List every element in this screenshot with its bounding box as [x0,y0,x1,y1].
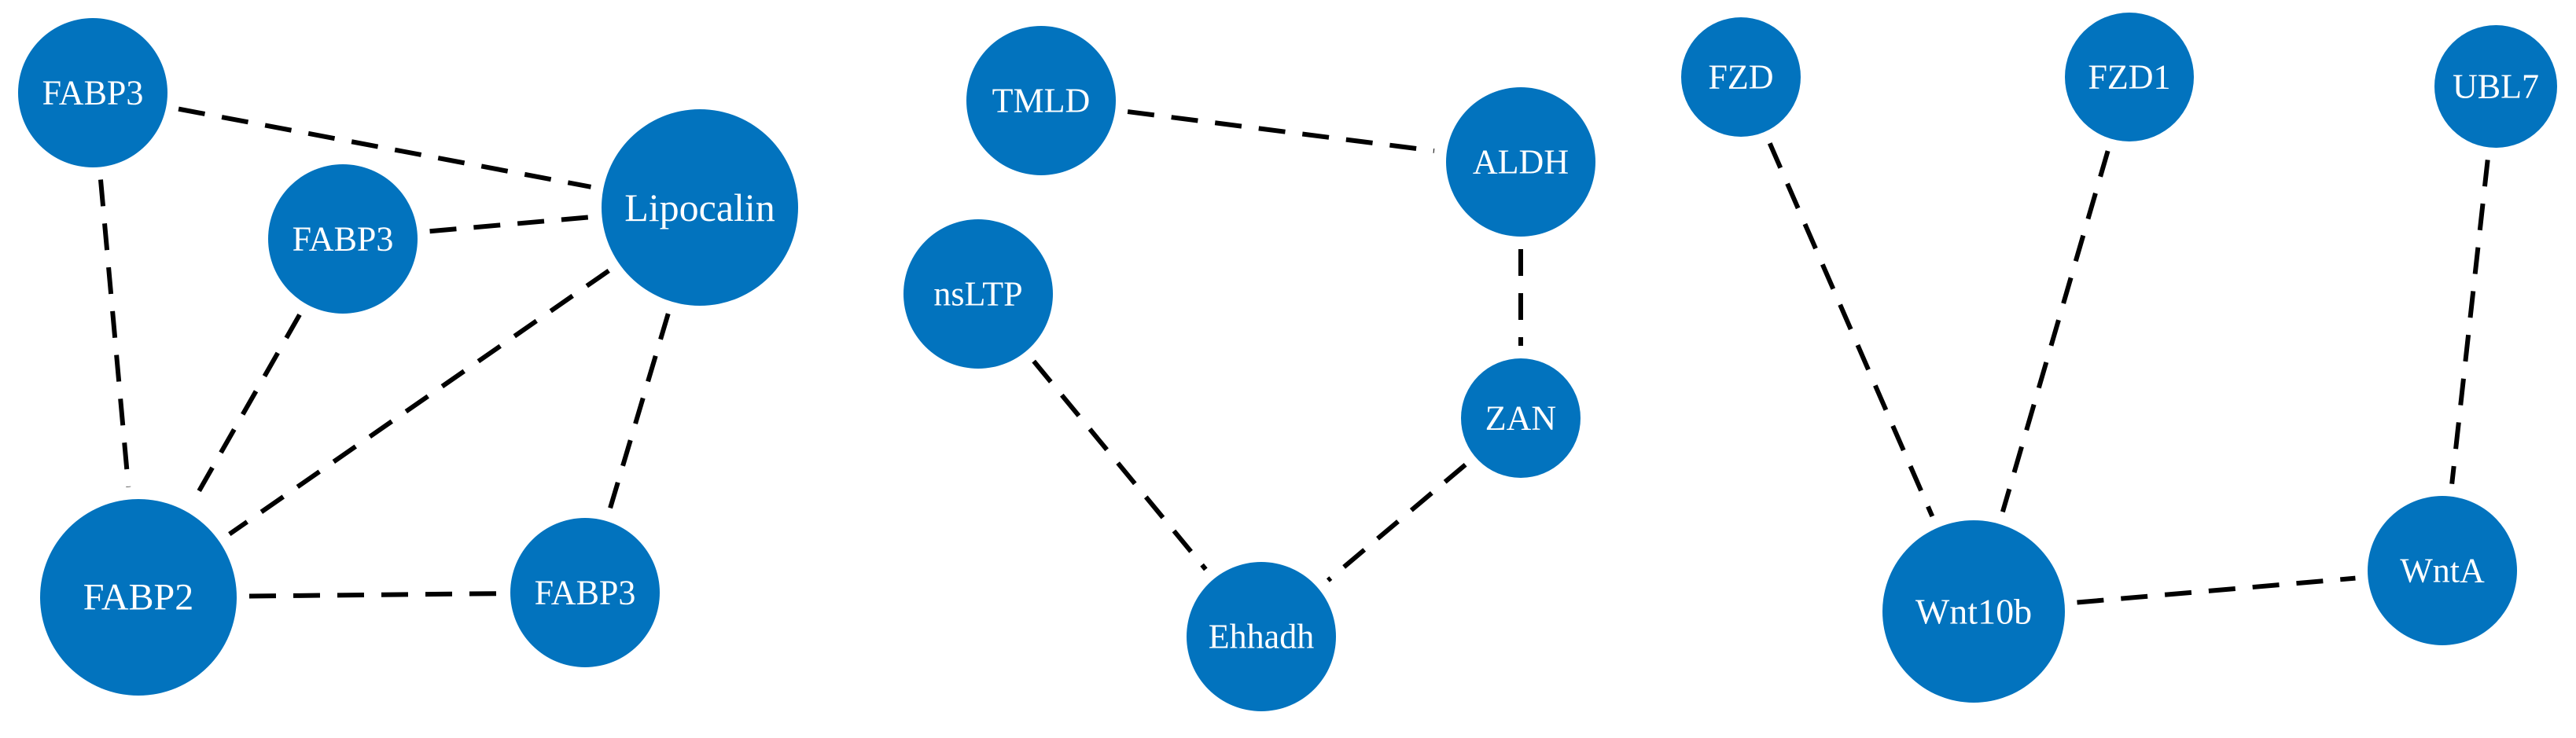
node-n12: FZD1 [2065,13,2194,141]
edge-n8-n10 [1032,359,1208,571]
node-label: FABP3 [535,574,636,612]
node-label: Wnt10b [1915,592,2032,632]
node-circle [2065,13,2194,141]
edge-n2-n4 [191,313,302,502]
node-circle [1187,562,1336,711]
edge-n4-n5 [248,591,499,599]
edge-n13-n15 [2449,160,2490,484]
node-n10: Ehhadh [1187,562,1336,711]
edge-n9-n10 [1326,462,1467,582]
node-label: nsLTP [933,275,1022,314]
node-circle [966,26,1116,175]
node-n9: ZAN [1461,358,1581,478]
node-label: UBL7 [2453,68,2539,106]
node-circle [268,164,418,314]
node-label: TMLD [992,82,1091,120]
node-n1: FABP3 [18,18,167,167]
node-circle [602,109,798,306]
node-label: ZAN [1485,399,1556,438]
edge-n1-n3 [178,106,592,189]
node-circle [40,499,237,696]
node-circle [18,18,167,167]
node-n13: UBL7 [2434,25,2557,148]
node-circle [1882,520,2065,703]
edge-n2-n3 [429,215,590,234]
node-label: WntA [2400,552,2485,590]
node-label: FABP3 [293,220,394,259]
edge-n1-n4 [98,179,131,487]
edges-layer [98,106,2490,605]
node-n14: Wnt10b [1882,520,2065,703]
node-n8: nsLTP [903,219,1053,369]
edge-n12-n14 [2000,150,2110,513]
edge-n6-n7 [1127,109,1435,153]
edge-n3-n5 [607,313,671,510]
node-n3: Lipocalin [602,109,798,306]
node-n6: TMLD [966,26,1116,175]
node-label: Ehhadh [1209,618,1314,656]
edge-n3-n4 [228,268,610,537]
node-label: Lipocalin [624,185,775,229]
node-label: FABP2 [83,577,194,619]
node-circle [903,219,1053,369]
node-circle [1681,17,1801,137]
edge-n14-n15 [2077,575,2356,605]
node-n4: FABP2 [40,499,237,696]
node-circle [510,518,660,667]
node-n2: FABP3 [268,164,418,314]
node-circle [1446,87,1595,237]
node-label: FZD1 [2088,58,2170,97]
node-n11: FZD [1681,17,1801,137]
node-circle [2434,25,2557,148]
node-label: ALDH [1473,143,1569,182]
node-circle [1461,358,1581,478]
node-n7: ALDH [1446,87,1595,237]
node-label: FZD [1708,58,1773,97]
node-label: FABP3 [42,74,144,112]
node-n15: WntA [2368,496,2517,645]
edge-n11-n14 [1767,142,1935,518]
node-circle [2368,496,2517,645]
node-n5: FABP3 [510,518,660,667]
